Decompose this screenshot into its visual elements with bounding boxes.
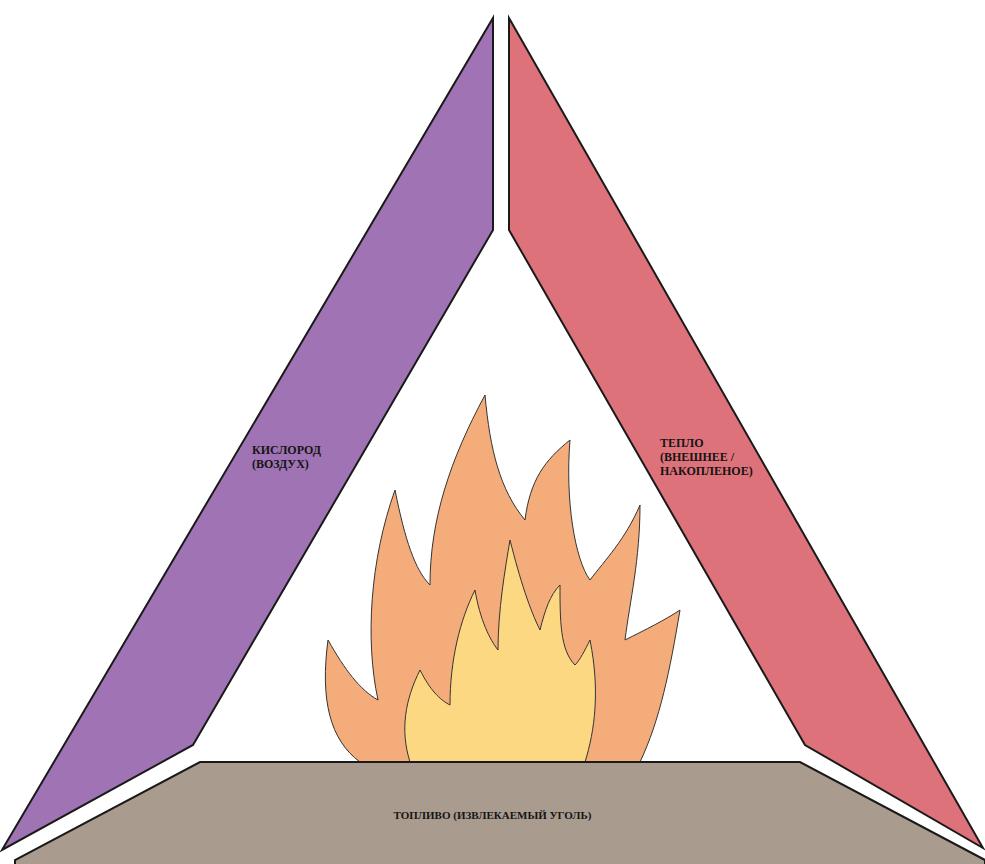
- band-outline: [2, 18, 493, 850]
- heat-band: ТЕПЛО (ВНЕШНЕЕ / НАКОПЛЕНОЕ): [507, 15, 985, 855]
- band-label: ТОПЛИВО (ИЗВЛЕКАЕМЫЙ УГОЛЬ): [200, 808, 785, 822]
- oxygen-band: КИСЛОРОД (ВОЗДУХ): [0, 15, 495, 855]
- band-label-wrap: КИСЛОРОД (ВОЗДУХ): [252, 443, 356, 471]
- outer-flame: [325, 395, 680, 762]
- inner-flame: [405, 540, 596, 762]
- band-shape: [507, 15, 985, 855]
- band-label: ТЕПЛО (ВНЕШНЕЕ / НАКОПЛЕНОЕ): [660, 436, 768, 478]
- band-label-wrap: ТОПЛИВО (ИЗВЛЕКАЕМЫЙ УГОЛЬ): [200, 808, 785, 822]
- band-outline: [509, 18, 983, 848]
- fuel-band: ТОПЛИВО (ИЗВЛЕКАЕМЫЙ УГОЛЬ): [0, 760, 985, 864]
- band-label-wrap: ТЕПЛО (ВНЕШНЕЕ / НАКОПЛЕНОЕ): [660, 436, 768, 478]
- band-outline: [15, 762, 985, 864]
- band-label: КИСЛОРОД (ВОЗДУХ): [252, 443, 356, 471]
- band-shape: [0, 15, 495, 855]
